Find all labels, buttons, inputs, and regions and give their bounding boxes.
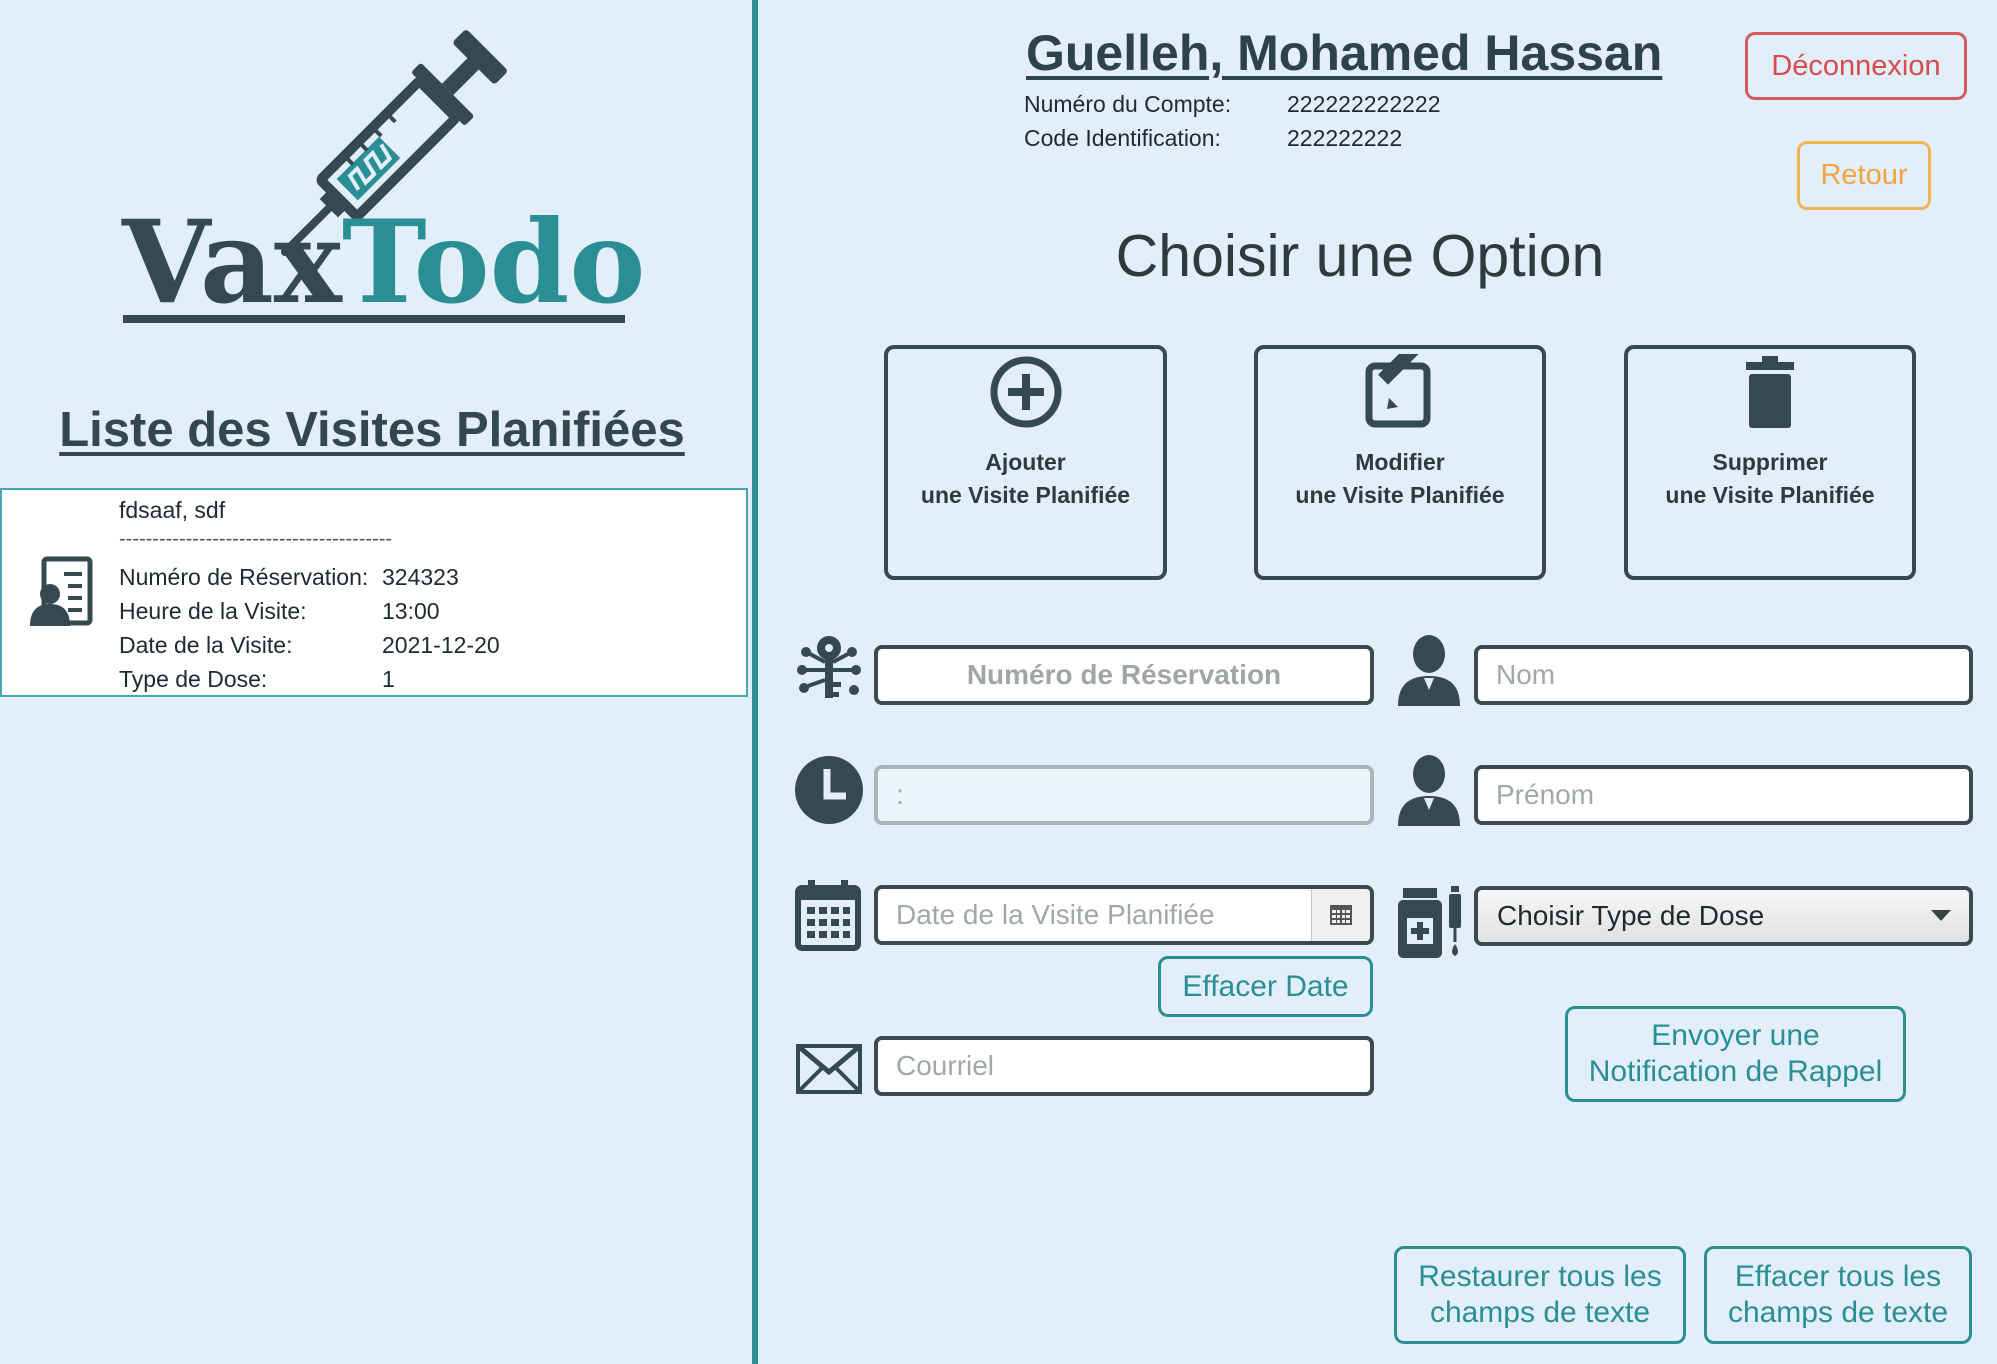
option-title: Choisir une Option	[1115, 223, 1605, 289]
edit-icon	[1365, 339, 1431, 428]
clear-fields-label-2: champs de texte	[1727, 1296, 1949, 1329]
first-name-input[interactable]: Prénom	[1474, 765, 1973, 825]
app-logo: VaxTodo	[122, 195, 645, 329]
calendar-icon	[795, 880, 861, 951]
visit-date-placeholder: Date de la Visite Planifiée	[896, 899, 1215, 930]
add-visit-label-1: Ajouter	[985, 449, 1066, 475]
add-visit-label-2: une Visite Planifiée	[920, 482, 1131, 508]
key-circuit-icon	[797, 636, 861, 698]
visit-reservation-label: Numéro de Réservation:	[119, 564, 369, 590]
left-panel: VaxTodo Liste des Visites Planifiées fds…	[0, 0, 752, 1364]
reservation-number-input[interactable]: Numéro de Réservation	[874, 645, 1374, 705]
edit-visit-button[interactable]: Modifier une Visite Planifiée	[1254, 339, 1546, 580]
person-icon	[1398, 635, 1460, 706]
clear-fields-button[interactable]: Effacer tous les champs de texte	[1704, 1246, 1972, 1344]
visit-separator: ----------------------------------------…	[119, 528, 393, 550]
restore-fields-label-1: Restaurer tous les	[1418, 1260, 1662, 1293]
calendar-small-icon	[1330, 905, 1352, 925]
edit-visit-label-2: une Visite Planifiée	[1295, 482, 1505, 508]
restore-fields-button[interactable]: Restaurer tous les champs de texte	[1394, 1246, 1686, 1344]
date-picker-button[interactable]	[1311, 889, 1370, 941]
patient-record-icon	[30, 556, 93, 626]
back-button[interactable]: Retour	[1797, 141, 1931, 210]
user-name: Guelleh, Mohamed Hassan	[1026, 25, 1663, 81]
visit-reservation-value: 324323	[382, 564, 459, 590]
visit-date-label: Date de la Visite:	[119, 632, 293, 658]
account-number-label: Numéro du Compte:	[1024, 91, 1232, 117]
visit-patient-name: fdsaaf, sdf	[119, 497, 226, 523]
send-reminder-label-1: Envoyer une	[1651, 1019, 1820, 1052]
dose-type-select[interactable]: Choisir Type de Dose	[1474, 886, 1973, 946]
panel-divider	[752, 0, 758, 1364]
person-icon	[1398, 755, 1460, 826]
edit-visit-label-1: Modifier	[1355, 449, 1445, 475]
visit-time-value: 13:00	[382, 598, 440, 624]
chevron-down-icon	[1931, 910, 1951, 921]
account-number-value: 222222222222	[1287, 91, 1441, 117]
visit-dose-value: 1	[382, 666, 395, 692]
clock-icon	[795, 756, 863, 824]
trash-icon	[1746, 356, 1794, 428]
medicine-bottle-icon	[1398, 886, 1461, 958]
clear-fields-label-1: Effacer tous les	[1734, 1260, 1942, 1293]
add-visit-button[interactable]: Ajouter une Visite Planifiée	[884, 345, 1167, 580]
plus-circle-icon	[990, 356, 1061, 428]
list-item[interactable]: fdsaaf, sdf ----------------------------…	[0, 488, 748, 697]
dose-type-selected: Choisir Type de Dose	[1497, 900, 1765, 931]
visit-date-value: 2021-12-20	[382, 632, 500, 658]
logo-part-vax: Vax	[122, 195, 342, 329]
visit-date-input[interactable]: Date de la Visite Planifiée	[874, 885, 1374, 945]
envelope-icon	[796, 1044, 862, 1094]
visit-list-title: Liste des Visites Planifiées	[59, 403, 685, 457]
email-input[interactable]: Courriel	[874, 1036, 1374, 1096]
logo-underline	[123, 315, 625, 323]
visit-dose-label: Type de Dose:	[119, 666, 268, 692]
id-code-label: Code Identification:	[1024, 125, 1221, 151]
logout-button[interactable]: Déconnexion	[1745, 32, 1967, 100]
visit-time-label: Heure de la Visite:	[119, 598, 307, 624]
restore-fields-label-2: champs de texte	[1429, 1296, 1651, 1329]
visit-time-input[interactable]: :	[874, 765, 1374, 825]
last-name-input[interactable]: Nom	[1474, 645, 1973, 705]
logo-part-todo: Todo	[341, 195, 646, 329]
delete-visit-button[interactable]: Supprimer une Visite Planifiée	[1624, 345, 1916, 580]
delete-visit-label-1: Supprimer	[1712, 449, 1828, 475]
syringe-icon	[281, 30, 507, 256]
send-reminder-button[interactable]: Envoyer une Notification de Rappel	[1565, 1006, 1906, 1102]
send-reminder-label-2: Notification de Rappel	[1588, 1055, 1883, 1088]
id-code-value: 222222222	[1287, 125, 1403, 151]
clear-date-button[interactable]: Effacer Date	[1158, 956, 1373, 1017]
delete-visit-label-2: une Visite Planifiée	[1665, 482, 1875, 508]
